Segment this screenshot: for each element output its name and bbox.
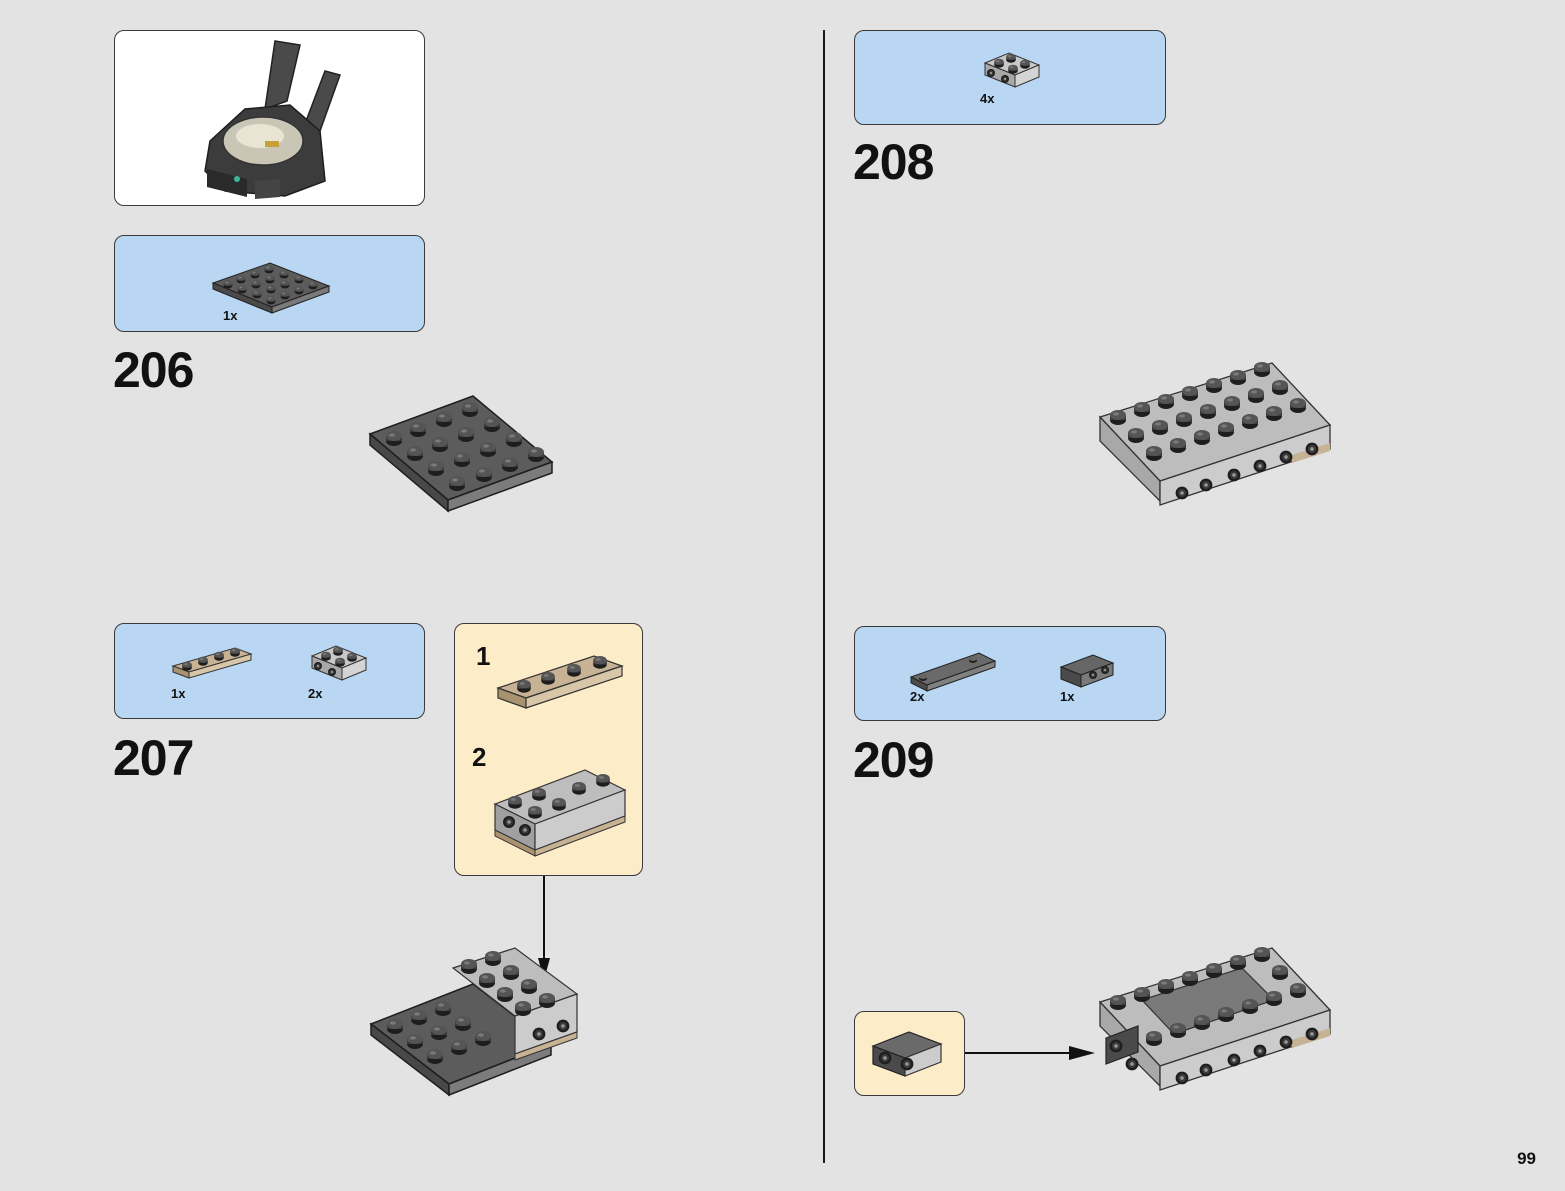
page-divider bbox=[823, 30, 825, 1163]
step-206-illustration bbox=[368, 395, 554, 513]
substep-1-illustration bbox=[496, 655, 624, 709]
light-gray-side-stud-brick-icon bbox=[983, 52, 1041, 88]
step-number: 206 bbox=[113, 342, 194, 398]
dark-gray-1x4-tile-icon bbox=[909, 652, 997, 692]
part-qty: 1x bbox=[223, 308, 238, 323]
step-207-illustration bbox=[369, 947, 579, 1097]
subassembly-callout-209 bbox=[854, 1011, 965, 1096]
subassembly-callout-207: 1 2 bbox=[454, 623, 643, 876]
step-number: 207 bbox=[113, 730, 194, 786]
part-qty: 2x bbox=[308, 686, 323, 701]
part-qty: 2x bbox=[910, 689, 925, 704]
dark-gray-4x4-plate-icon bbox=[211, 262, 331, 314]
parts-box-208: 4x bbox=[854, 30, 1166, 125]
tan-1x4-plate-icon bbox=[171, 647, 253, 679]
parts-box-206: 1x bbox=[114, 235, 425, 332]
part-qty: 4x bbox=[980, 91, 995, 106]
model-preview-image bbox=[204, 40, 341, 199]
substep-2-illustration bbox=[493, 769, 627, 857]
dark-gray-bracket-icon bbox=[1059, 654, 1115, 688]
part-qty: 1x bbox=[171, 686, 186, 701]
light-gray-side-stud-brick-icon bbox=[310, 645, 368, 681]
parts-box-207: 1x 2x bbox=[114, 623, 425, 719]
assembly-arrow bbox=[965, 1046, 1095, 1060]
step-208-illustration bbox=[1098, 362, 1332, 506]
bracket-subassembly-illustration bbox=[871, 1031, 943, 1077]
step-number: 208 bbox=[853, 134, 934, 190]
step-209-illustration bbox=[1098, 947, 1332, 1091]
model-preview-panel bbox=[114, 30, 425, 206]
part-qty: 1x bbox=[1060, 689, 1075, 704]
step-number: 209 bbox=[853, 732, 934, 788]
substep-number: 2 bbox=[472, 742, 487, 772]
page-number: 99 bbox=[1517, 1149, 1536, 1168]
substep-number: 1 bbox=[476, 641, 491, 671]
parts-box-209: 2x 1x bbox=[854, 626, 1166, 721]
